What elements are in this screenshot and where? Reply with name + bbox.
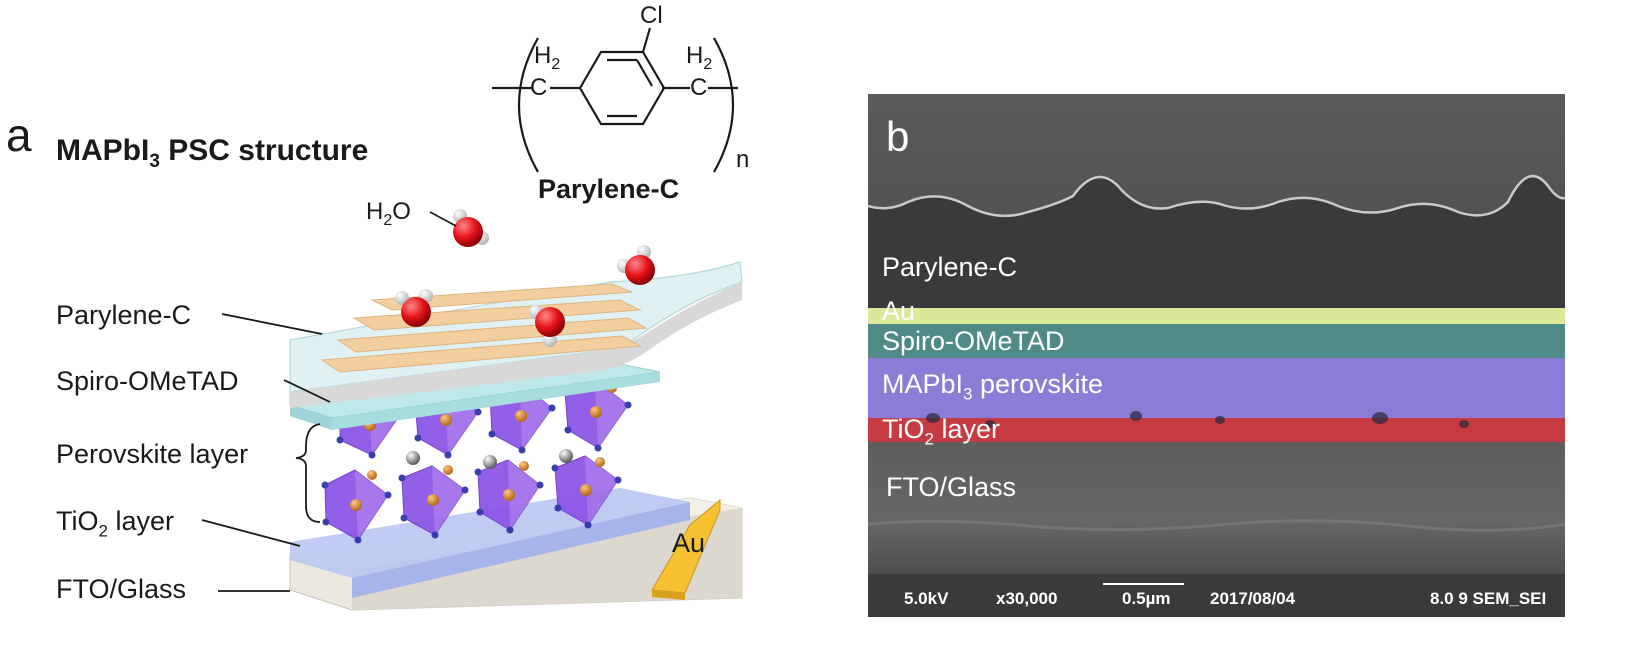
leader-spiro (283, 379, 331, 403)
repeat-n-label: n (736, 146, 750, 173)
sem-date: 2017/08/04 (1210, 589, 1296, 608)
carbon-left-label: C (530, 74, 548, 101)
sem-label-parylene-c: Parylene-C (882, 252, 1018, 282)
water-molecules (395, 209, 655, 347)
water-label: H2O (366, 198, 411, 229)
device-illustration (201, 209, 743, 611)
h2-right-label: H2 (686, 42, 713, 73)
sem-label-tio2-layer: TiO2 layer (882, 414, 1000, 449)
sem-spiro-band (868, 324, 1565, 358)
sem-fto-glass-band (868, 442, 1565, 574)
label-tio2-layer: TiO2 layer (56, 506, 174, 541)
panel-a-title: MAPbI3 PSC structure (56, 134, 369, 172)
sem-perovskite-band (868, 358, 1565, 418)
benzene-ring (578, 50, 666, 126)
chlorine-label: Cl (640, 2, 663, 29)
panel-letter-a: a (6, 109, 32, 161)
perovskite-brace (295, 423, 321, 523)
label-spiro-ometad: Spiro-OMeTAD (56, 366, 239, 396)
right-bracket (713, 37, 734, 173)
parylene-surface-edge (868, 174, 1565, 218)
sem-label-spiro-ometad: Spiro-OMeTAD (882, 326, 1065, 356)
parylene-c-sheet-edge (290, 282, 742, 408)
label-parylene-c: Parylene-C (56, 300, 192, 330)
sem-footer-bar (868, 574, 1565, 617)
sem-cross-section (868, 94, 1565, 617)
label-perovskite-layer: Perovskite layer (56, 439, 249, 469)
carbon-right-label: C (690, 74, 708, 101)
panel-a-structure: a MAPbI3 PSC structure Cl H2 C H2 C n Pa… (6, 2, 750, 611)
panel-letter-b: b (886, 113, 910, 160)
label-fto-glass: FTO/Glass (56, 574, 187, 604)
sem-scale-label: 0.5µm (1122, 589, 1171, 608)
sem-voltage: 5.0kV (904, 589, 949, 608)
h2-left-label: H2 (534, 42, 561, 73)
leader-parylene (221, 313, 323, 335)
sem-detector: 8.0 9 SEM_SEI (1430, 589, 1547, 608)
interface-voids (926, 411, 1469, 428)
panel-b-sem-image: b Parylene-C Au Spiro-OMeTAD MAPbI3 pero… (868, 94, 1565, 617)
label-au-pad: Au (672, 528, 706, 558)
water-pointer-line (429, 211, 457, 227)
parylene-c-chemical-structure (492, 27, 738, 173)
sem-label-au: Au (882, 296, 916, 326)
sem-label-mapbi3-perovskite: MAPbI3 perovskite (882, 369, 1104, 404)
sem-magnification: x30,000 (996, 589, 1058, 608)
leader-tio2 (201, 519, 301, 547)
fto-glass-side (352, 508, 742, 610)
parylene-c-name: Parylene-C (538, 174, 680, 204)
left-bracket (518, 37, 539, 173)
fto-glass-interface (868, 519, 1565, 532)
sem-label-fto-glass: FTO/Glass (886, 472, 1017, 502)
sem-au-band (868, 308, 1565, 324)
